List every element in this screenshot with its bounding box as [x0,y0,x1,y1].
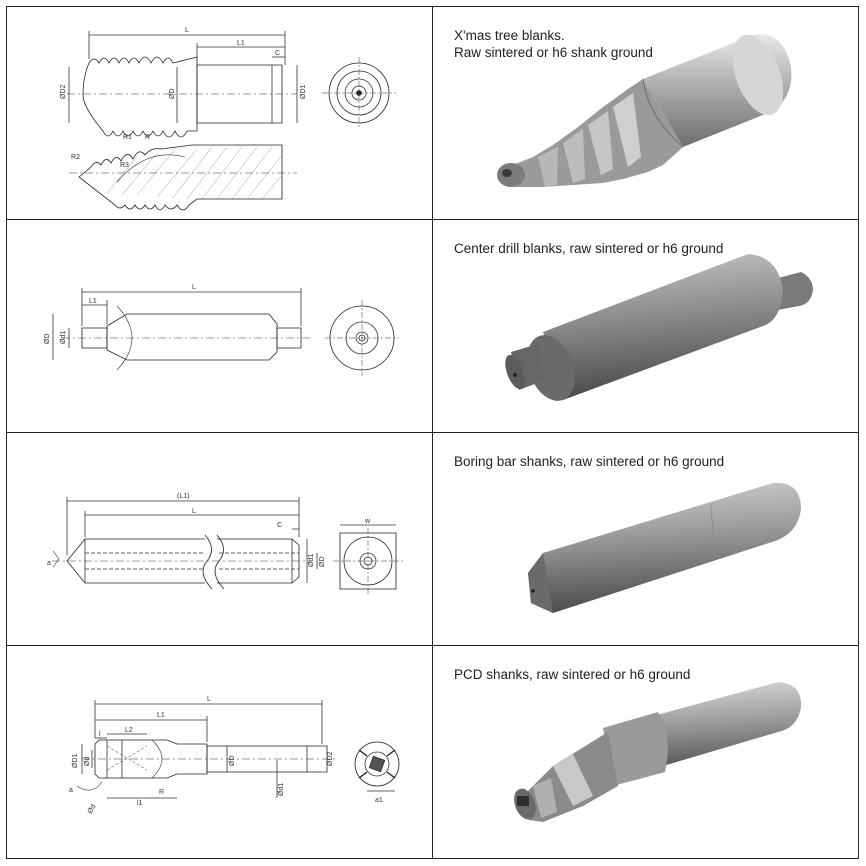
dim-L2: L2 [125,727,133,734]
boring-bar-shank-image [528,482,801,613]
dim-d: Ød [84,757,91,766]
pcd-shank-image [514,682,802,822]
dim-D1: ØD1 [72,754,79,769]
technical-drawing-xmas-tree: L L1 C ØD2 ØD ØD1 [7,7,433,219]
dim-L: L [192,284,196,291]
dim-R1: R1 [123,134,132,141]
product-row-center-drill: L L1 ØD Ød1 Center drill blanks, raw sin… [7,220,858,433]
product-row-boring-bar: (L1) L C a Ød1 ØD w Boring bar shanks, r… [7,433,858,646]
dim-R: R [145,134,150,141]
caption-pcd-shank: PCD shanks, raw sintered or h6 ground [454,667,691,682]
dim-L1: L1 [89,298,97,305]
dim-D: ØD [319,557,326,568]
dim-R: R [159,789,164,796]
xmas-tree-blank-image [497,34,792,187]
dim-a: a [47,560,51,567]
product-table: L L1 C ØD2 ØD ØD1 [6,6,859,859]
dim-L1-ref: (L1) [177,493,189,500]
dim-R3: R3 [120,162,129,169]
dim-L1: L1 [157,712,165,719]
product-row-pcd-shank: L L1 L2 l ØD1 Ød ØD ØD2 Ød1 l1 R a Ød a1 [7,646,858,859]
dim-d2: Ød [87,803,98,815]
caption-boring-bar: Boring bar shanks, raw sintered or h6 gr… [454,454,725,469]
technical-drawing-boring-bar: (L1) L C a Ød1 ØD w [7,433,433,645]
caption-center-drill: Center drill blanks, raw sintered or h6 … [454,241,724,256]
dim-D: ØD [169,89,176,100]
dim-R2: R2 [71,154,80,161]
dim-L1: L1 [237,40,245,47]
dim-D2: ØD2 [327,752,334,767]
dim-d1: Ød1 [308,554,315,567]
dim-L: L [185,27,189,34]
product-image-cell-boring-bar: Boring bar shanks, raw sintered or h6 gr… [433,433,858,645]
dim-C: C [277,522,282,529]
center-drill-blank-image [505,254,813,401]
dim-L: L [192,508,196,515]
caption-xmas-tree: X'mas tree blanks. Raw sintered or h6 sh… [454,28,653,60]
product-row-xmas-tree: L L1 C ØD2 ØD ØD1 [7,7,858,220]
dim-D: ØD [229,756,236,767]
product-image-cell-center-drill: Center drill blanks, raw sintered or h6 … [433,220,858,432]
dim-d1: Ød1 [60,331,67,344]
dim-l: l [99,731,101,738]
dim-L: L [207,696,211,703]
dim-w: w [364,518,371,525]
technical-drawing-pcd-shank: L L1 L2 l ØD1 Ød ØD ØD2 Ød1 l1 R a Ød a1 [7,646,433,859]
product-image-cell-pcd-shank: PCD shanks, raw sintered or h6 ground [433,646,858,859]
dim-D: ØD [44,334,51,345]
dim-l1: l1 [137,800,143,807]
product-image-cell-xmas-tree: X'mas tree blanks. Raw sintered or h6 sh… [433,7,858,219]
dim-C: C [275,50,280,57]
dim-a: a [69,787,73,794]
dim-d1: Ød1 [278,783,285,796]
technical-drawing-center-drill: L L1 ØD Ød1 [7,220,433,432]
dim-D2: ØD2 [60,85,67,100]
dim-a1: a1 [375,797,383,804]
dim-D1: ØD1 [300,85,307,100]
